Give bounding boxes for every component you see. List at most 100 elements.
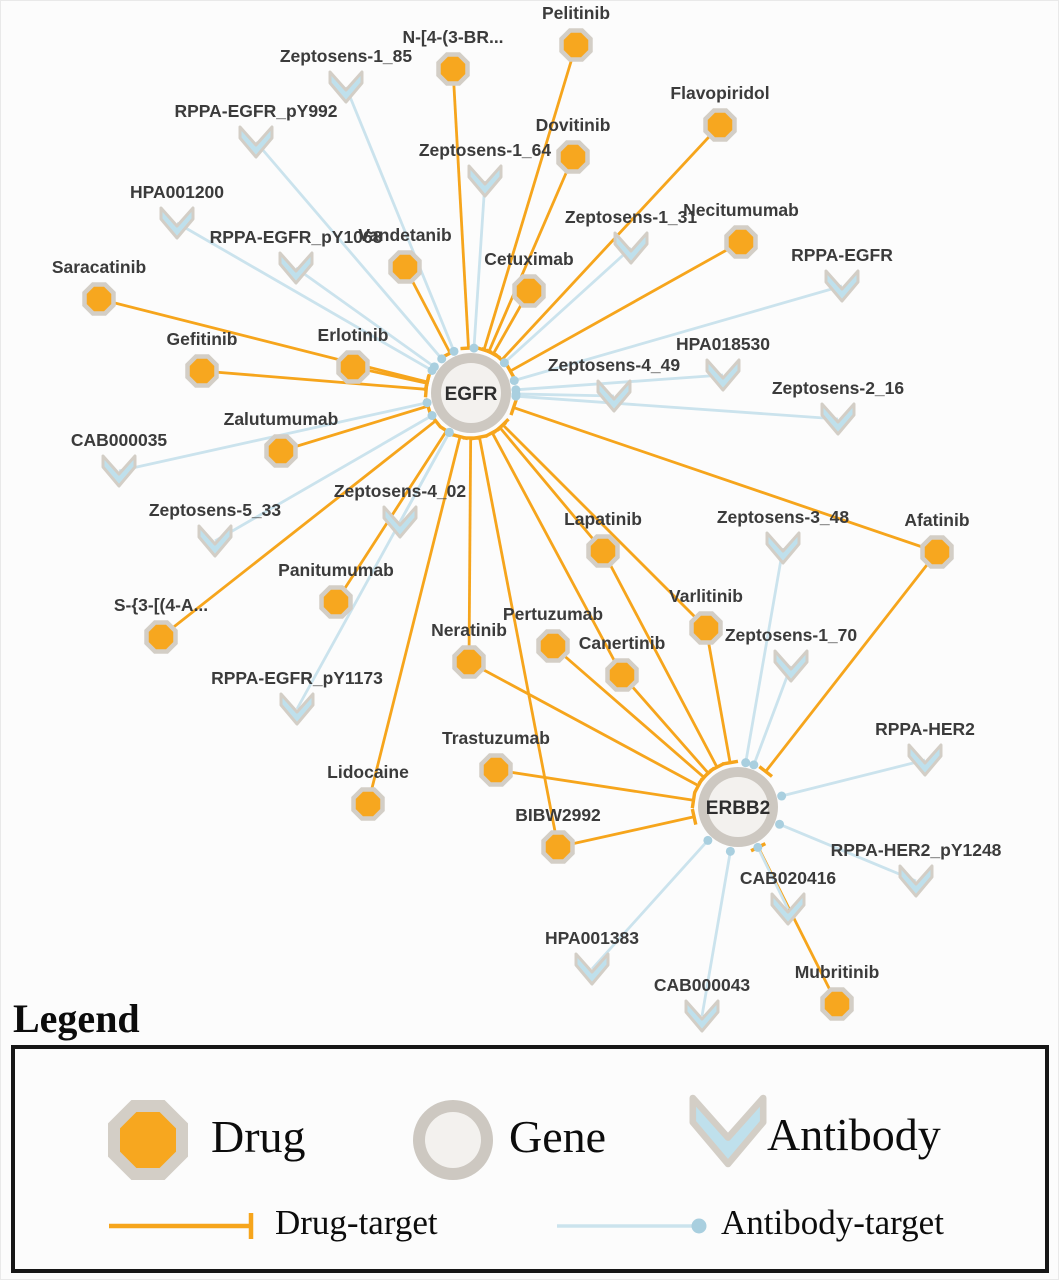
- antibody-node-label: HPA018530: [676, 334, 770, 354]
- antibody-node[interactable]: [279, 692, 315, 726]
- drug-node[interactable]: [820, 987, 854, 1021]
- antibody-node[interactable]: [820, 402, 856, 436]
- antibody-node-label: Zeptosens-1_85: [280, 46, 413, 66]
- antibody-node-label: CAB000035: [71, 430, 168, 450]
- antibody-node[interactable]: [613, 231, 649, 265]
- drug-node[interactable]: [703, 108, 737, 142]
- edge-tee: [485, 348, 502, 360]
- edge-dot: [703, 835, 713, 845]
- drug-target-edge: [513, 406, 938, 554]
- edge-dot: [725, 846, 735, 856]
- antibody-node[interactable]: [770, 892, 806, 926]
- antibody-node[interactable]: [765, 531, 801, 565]
- drug-target-edge: [98, 297, 428, 384]
- drug-node[interactable]: [319, 585, 353, 619]
- antibody-node-label: HPA001200: [130, 182, 224, 202]
- antibody-node[interactable]: [197, 524, 233, 558]
- antibody-node[interactable]: [574, 952, 610, 986]
- edge-dot: [437, 354, 447, 364]
- antibody-target-edge: [295, 266, 436, 368]
- drug-node[interactable]: [436, 52, 470, 86]
- drug-target-edge: [280, 404, 429, 453]
- edge-dot: [777, 791, 787, 801]
- gene-circle-icon-inner: [425, 1112, 481, 1168]
- drug-node-label: Lapatinib: [564, 509, 642, 529]
- antibody-target-edge: [295, 431, 451, 710]
- antibody-node[interactable]: [467, 164, 503, 198]
- edge-dot: [427, 411, 437, 421]
- drug-target-edge: [366, 436, 462, 805]
- antibody-node[interactable]: [159, 206, 195, 240]
- antibody-target-edge: [744, 547, 785, 763]
- antibody-node-label: CAB020416: [740, 868, 837, 888]
- drug-target-edge: [500, 124, 722, 361]
- gene-label: EGFR: [445, 384, 498, 405]
- edge-layer: [98, 44, 939, 1017]
- antibody-target-edge: [779, 822, 917, 883]
- drug-node[interactable]: [479, 753, 513, 787]
- antibody-node[interactable]: [278, 251, 314, 285]
- antibody-node[interactable]: [684, 999, 720, 1033]
- drug-node-label: Pertuzumab: [503, 604, 603, 624]
- drug-node[interactable]: [556, 140, 590, 174]
- drug-node[interactable]: [724, 225, 758, 259]
- antibody-node-label: HPA001383: [545, 928, 639, 948]
- drug-node[interactable]: [586, 534, 620, 568]
- drug-node[interactable]: [351, 787, 385, 821]
- antibody-node-label: Zeptosens-4_02: [334, 481, 467, 501]
- antibody-node[interactable]: [824, 269, 860, 303]
- antibody-node[interactable]: [238, 125, 274, 159]
- antibody-node[interactable]: [773, 649, 809, 683]
- drug-node-label: Panitumumab: [278, 560, 394, 580]
- drug-node[interactable]: [82, 282, 116, 316]
- drug-target-edge: [495, 768, 694, 802]
- drug-node[interactable]: [541, 830, 575, 864]
- drug-node-label: Trastuzumab: [442, 728, 550, 748]
- drug-node[interactable]: [920, 535, 954, 569]
- edge-dot: [499, 358, 509, 368]
- gene-label: ERBB2: [706, 798, 770, 819]
- antibody-target-edge: [503, 246, 632, 364]
- drug-node[interactable]: [512, 274, 546, 308]
- antibody-node[interactable]: [898, 864, 934, 898]
- drug-node[interactable]: [264, 434, 298, 468]
- drug-node-label: S-{3-[(4-A...: [114, 595, 208, 615]
- drug-node-label: Mubritinib: [795, 962, 880, 982]
- antibody-target-edge: [214, 414, 433, 543]
- drug-target-edge: [704, 627, 732, 763]
- antibody-target-edge: [515, 392, 615, 398]
- drug-target-edge: [201, 369, 427, 391]
- drug-node[interactable]: [689, 611, 723, 645]
- edge-tee: [423, 375, 431, 392]
- antibody-node[interactable]: [596, 379, 632, 413]
- antibody-target-edge: [515, 394, 839, 421]
- drug-target-edge: [491, 432, 624, 676]
- edge-tee: [697, 770, 711, 785]
- drug-node[interactable]: [336, 350, 370, 384]
- edge-tee: [509, 399, 518, 416]
- antibody-node[interactable]: [705, 358, 741, 392]
- legend-icons: [108, 1094, 767, 1239]
- antibody-node[interactable]: [328, 70, 364, 104]
- antibody-node[interactable]: [101, 454, 137, 488]
- drug-node[interactable]: [536, 629, 570, 663]
- label-layer: PelitinibN-[4-(3-BR...DovitinibFlavopiri…: [52, 3, 1002, 995]
- drug-target-edge: [467, 437, 473, 663]
- drug-node[interactable]: [144, 620, 178, 654]
- gene-node-inner: [708, 777, 768, 837]
- antibody-node-label: RPPA-HER2_pY1248: [831, 840, 1002, 860]
- antibody-node-label: Zeptosens-1_31: [565, 207, 698, 227]
- edge-dot: [444, 427, 454, 437]
- drug-node[interactable]: [559, 28, 593, 62]
- antibody-node[interactable]: [907, 743, 943, 777]
- drug-node[interactable]: [605, 658, 639, 692]
- edge-tee: [690, 792, 697, 809]
- drug-node[interactable]: [388, 250, 422, 284]
- drug-node[interactable]: [185, 354, 219, 388]
- drug-node[interactable]: [452, 645, 486, 679]
- drug-target-edge: [498, 426, 605, 552]
- drug-node-label: Neratinib: [431, 620, 507, 640]
- drug-target-edge: [764, 551, 939, 773]
- edge-tee: [471, 434, 488, 441]
- antibody-node[interactable]: [382, 505, 418, 539]
